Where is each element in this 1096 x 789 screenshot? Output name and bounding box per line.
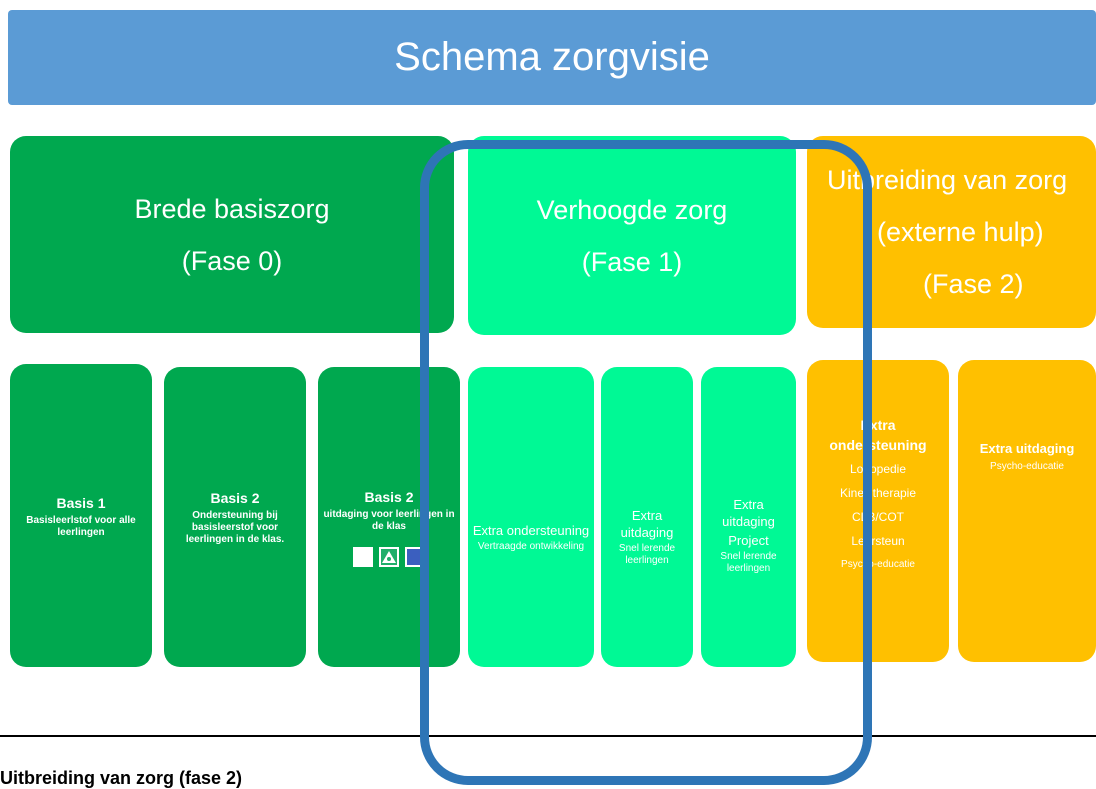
phase-1-title: Verhoogde zorg <box>536 194 728 225</box>
extra-uitdaging-project-card: Extra uitdaging Project Snel lerende lee… <box>701 367 796 667</box>
extra-ondersteuning-card: Extra ondersteuning Vertraagde ontwikkel… <box>468 367 594 667</box>
basis-2-support-text: Ondersteuning bij basisleerstof voor lee… <box>185 510 285 545</box>
extra-uitdaging-project-text: Snel lerende leerlingen <box>720 550 777 574</box>
page-title: Schema zorgvisie <box>8 10 1096 105</box>
basis-2-challenge-text: uitdaging voor leerlingen in de klas <box>323 509 455 532</box>
blank-icon <box>353 547 373 567</box>
basis-1-title: Basis 1 <box>56 494 106 511</box>
basis-2-challenge-title: Basis 2 <box>364 489 414 505</box>
phase-0-card: Brede basiszorg (Fase 0) <box>10 136 454 333</box>
extern-item: Psycho-educatie <box>841 559 915 570</box>
extra-uitdaging-project-subtitle: Project <box>728 532 769 548</box>
extra-ondersteuning-text: Vertraagde ontwikkeling <box>477 540 585 552</box>
phase-0-title: Brede basiszorg <box>134 193 330 224</box>
basis-2-support-card: Basis 2 Ondersteuning bij basisleerstof … <box>164 367 306 667</box>
divider <box>0 735 1096 737</box>
extra-uitdaging-project-title: Extra uitdaging <box>722 496 775 529</box>
extra-uitdaging-card: Extra uitdaging Snel lerende leerlingen <box>601 367 693 667</box>
basis-2-support-title: Basis 2 <box>210 490 260 506</box>
extern-uitdaging-text: Psycho-educatie <box>990 461 1064 472</box>
extra-uitdaging-text: Snel lerende leerlingen <box>618 543 676 566</box>
phase-2-subtitle: (externe hulp) <box>877 217 1044 247</box>
phase-2-label: (Fase 2) <box>923 269 1024 299</box>
icon-row <box>353 547 425 567</box>
extern-ondersteuning-card: Extra ondersteuning Logopedie Kinesither… <box>807 360 949 662</box>
triangle-icon <box>379 547 399 567</box>
extra-ondersteuning-title: Extra ondersteuning <box>472 522 590 538</box>
highlight-outline <box>420 140 872 785</box>
phase-1-card: Verhoogde zorg (Fase 1) <box>468 136 796 335</box>
extern-uitdaging-title: Extra uitdaging <box>979 441 1075 456</box>
basis-2-challenge-card: Basis 2 uitdaging voor leerlingen in de … <box>318 367 460 667</box>
extern-uitdaging-card: Extra uitdaging Psycho-educatie <box>958 360 1096 662</box>
phase-1-label: (Fase 1) <box>581 246 683 277</box>
phase-0-label: (Fase 0) <box>181 245 283 276</box>
basis-1-card: Basis 1 Basisleerlstof voor alle leerlin… <box>10 364 152 667</box>
extern-item: Kinesitherapie <box>839 486 917 500</box>
bottom-heading: Uitbreiding van zorg (fase 2) <box>0 768 243 788</box>
basis-1-text: Basisleerlstof voor alle leerlingen <box>26 514 136 538</box>
extra-uitdaging-title: Extra uitdaging <box>620 508 674 540</box>
